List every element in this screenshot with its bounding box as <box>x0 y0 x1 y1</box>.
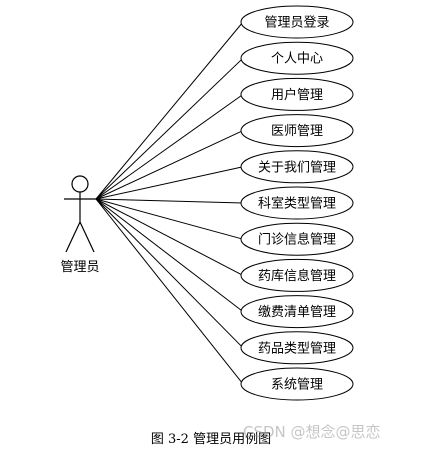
figure-caption: 图 3-2 管理员用例图 <box>150 432 272 447</box>
use-case-label: 个人中心 <box>271 52 323 67</box>
use-case-label: 药库信息管理 <box>258 268 336 284</box>
actor-right-leg <box>79 221 95 253</box>
watermark: CSDN @想念@思恋 <box>243 423 381 441</box>
use-case-ellipse <box>240 222 354 256</box>
use-case: 关于我们管理 <box>240 150 354 184</box>
use-case-label: 管理员登录 <box>264 16 329 31</box>
use-case: 缴费清单管理 <box>240 295 354 329</box>
association-line <box>95 198 244 312</box>
use-case: 个人中心 <box>240 41 354 75</box>
use-case-ellipse <box>240 41 354 75</box>
association-line <box>95 198 244 385</box>
association-line <box>95 198 244 240</box>
use-case-ellipse <box>240 258 354 292</box>
actor-head <box>71 175 89 193</box>
use-case-label: 医师管理 <box>271 124 323 139</box>
association-line <box>95 57 244 200</box>
use-case: 药库信息管理 <box>240 258 354 292</box>
use-case-ellipse <box>240 186 354 220</box>
use-case-ellipse <box>240 114 354 148</box>
use-case-label: 用户管理 <box>271 87 323 103</box>
use-case: 药品类型管理 <box>240 331 354 365</box>
association-line <box>95 198 244 204</box>
use-case-label: 门诊信息管理 <box>258 232 336 248</box>
use-case: 科室类型管理 <box>240 186 354 220</box>
use-case: 用户管理 <box>240 77 354 111</box>
use-case-label: 缴费清单管理 <box>258 305 336 320</box>
association-line <box>95 93 244 200</box>
use-cases: 管理员登录个人中心用户管理医师管理关于我们管理科室类型管理门诊信息管理药库信息管… <box>240 5 354 401</box>
actor-label: 管理员 <box>60 260 99 275</box>
association-line <box>95 166 244 200</box>
association-line <box>95 198 244 349</box>
actor: 管理员 <box>60 175 100 275</box>
association-line <box>95 198 244 276</box>
use-case-label: 系统管理 <box>271 378 323 393</box>
use-case: 医师管理 <box>240 114 354 148</box>
actor-left-leg <box>65 221 81 253</box>
use-case-ellipse <box>240 295 354 329</box>
use-case: 门诊信息管理 <box>240 222 354 256</box>
use-case-label: 科室类型管理 <box>258 196 336 212</box>
use-case-label: 药品类型管理 <box>258 341 336 356</box>
use-case-ellipse <box>240 367 354 401</box>
use-case: 管理员登录 <box>240 5 354 39</box>
association-lines <box>95 21 244 385</box>
use-case-label: 关于我们管理 <box>258 160 336 175</box>
association-line <box>95 21 244 200</box>
use-case-ellipse <box>240 150 354 184</box>
use-case-ellipse <box>240 5 354 39</box>
use-case-ellipse <box>240 77 354 111</box>
use-case-ellipse <box>240 331 354 365</box>
association-line <box>95 130 244 200</box>
use-case: 系统管理 <box>240 367 354 401</box>
